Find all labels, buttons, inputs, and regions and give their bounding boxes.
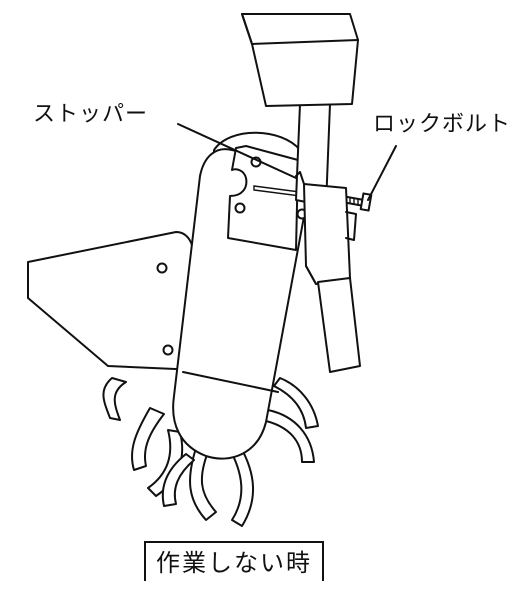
handle-box xyxy=(241,13,359,107)
fender-hole-lower xyxy=(162,344,174,356)
stopper-leader xyxy=(177,123,297,179)
stopper-label: ストッパー xyxy=(33,102,149,127)
lower-shaft xyxy=(317,277,361,373)
stopper-sleeve xyxy=(295,171,357,285)
fender-hole-upper xyxy=(156,262,168,274)
bracket-plate xyxy=(227,145,308,251)
lock-bolt-leader xyxy=(367,145,397,201)
tines xyxy=(102,377,319,527)
caption-box: 作業しない時 xyxy=(144,541,324,581)
lock-bolt-label: ロックボルト xyxy=(373,112,512,137)
